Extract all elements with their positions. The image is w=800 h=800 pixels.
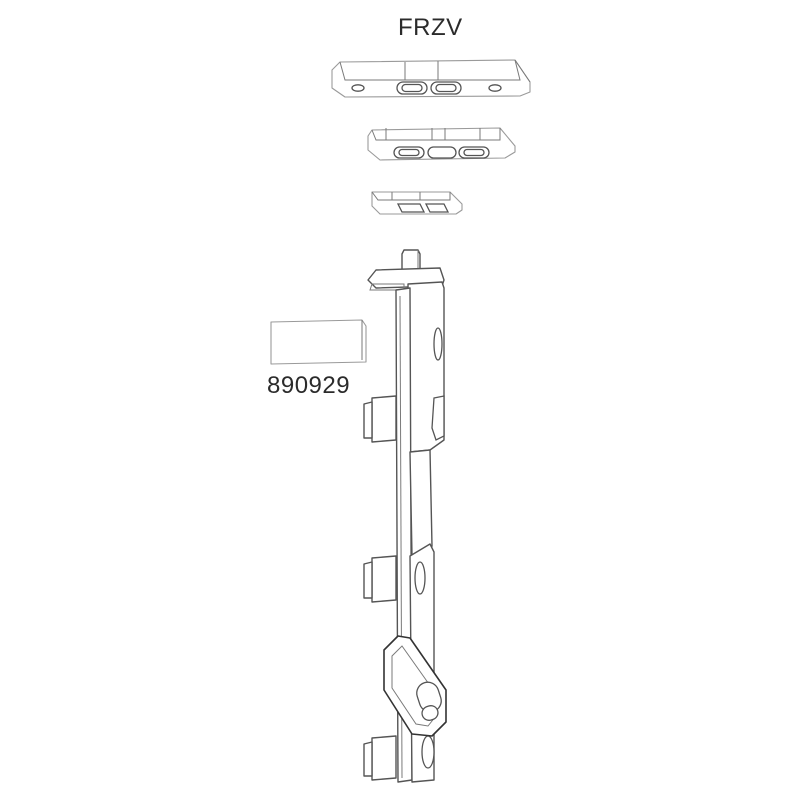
strip-part-large (331, 59, 531, 98)
part-number-label: 890929 (267, 372, 351, 399)
strip-part-medium (367, 127, 516, 161)
cover-cap-890929 (270, 319, 367, 365)
locking-rail (363, 249, 447, 783)
strip-part-small (371, 191, 463, 215)
drawing-title: FRZV (398, 14, 463, 41)
